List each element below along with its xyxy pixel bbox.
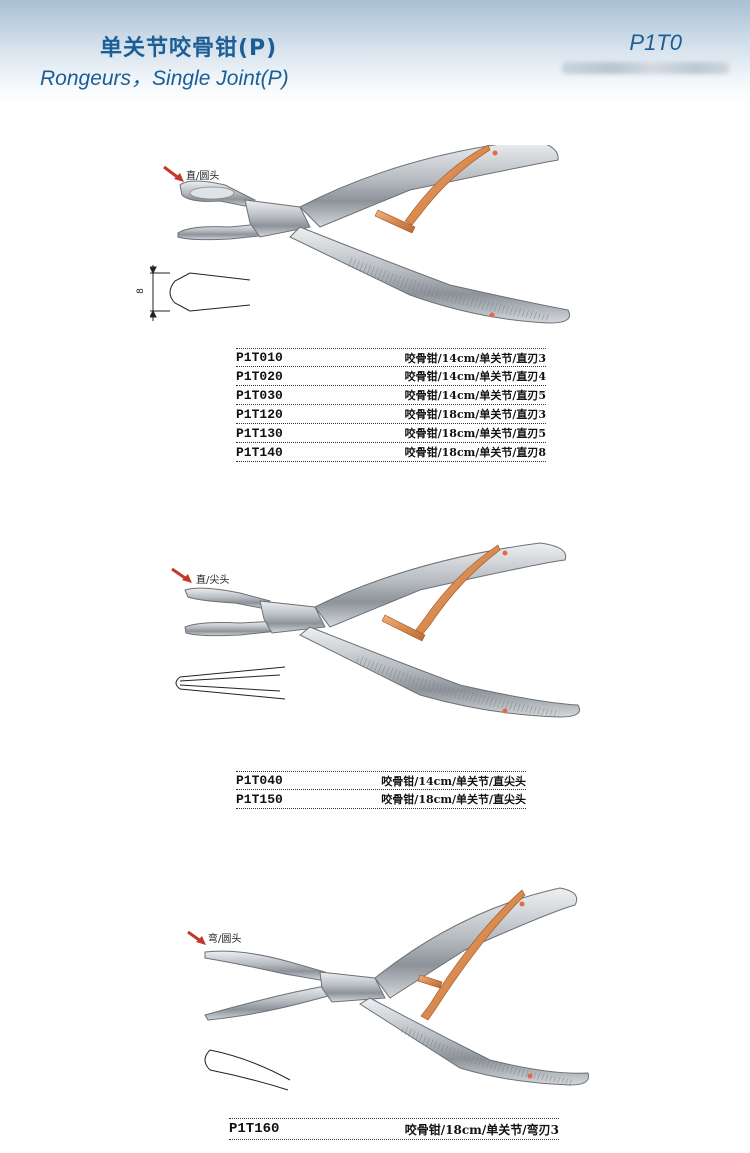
arrow-icon <box>171 567 192 583</box>
rongeur-straight-round-illustration <box>149 139 570 324</box>
tip-label: 直/尖头 <box>196 575 230 586</box>
arrow-icon <box>163 165 184 182</box>
rongeur-figure-straight-pointed: 直/尖头 <box>160 535 590 729</box>
title-english: Rongeurs，Single Joint(P) <box>40 67 289 90</box>
tip-label: 弯/圆头 <box>208 934 242 945</box>
dimension-diagram <box>149 265 251 321</box>
title-chinese: 单关节咬骨钳(P) <box>100 36 278 61</box>
rongeur-straight-pointed-illustration <box>171 542 580 718</box>
rongeur-figure-straight-round: 直/圆头 8 <box>136 139 590 339</box>
tip-label: 直/圆头 <box>186 171 220 182</box>
catalog-code: P1T0 <box>629 30 682 55</box>
rongeur-figure-curved-round: 弯/圆头 <box>180 880 600 1104</box>
blurred-brand <box>562 62 729 74</box>
arrow-icon <box>187 930 206 945</box>
dimension-label: 8 <box>135 288 146 294</box>
tip-diagram <box>204 1049 291 1091</box>
page-header: 单关节咬骨钳(P) Rongeurs，Single Joint(P) P1T0 <box>0 0 750 104</box>
tip-diagram <box>175 666 286 700</box>
rongeur-curved-round-illustration <box>187 887 590 1091</box>
